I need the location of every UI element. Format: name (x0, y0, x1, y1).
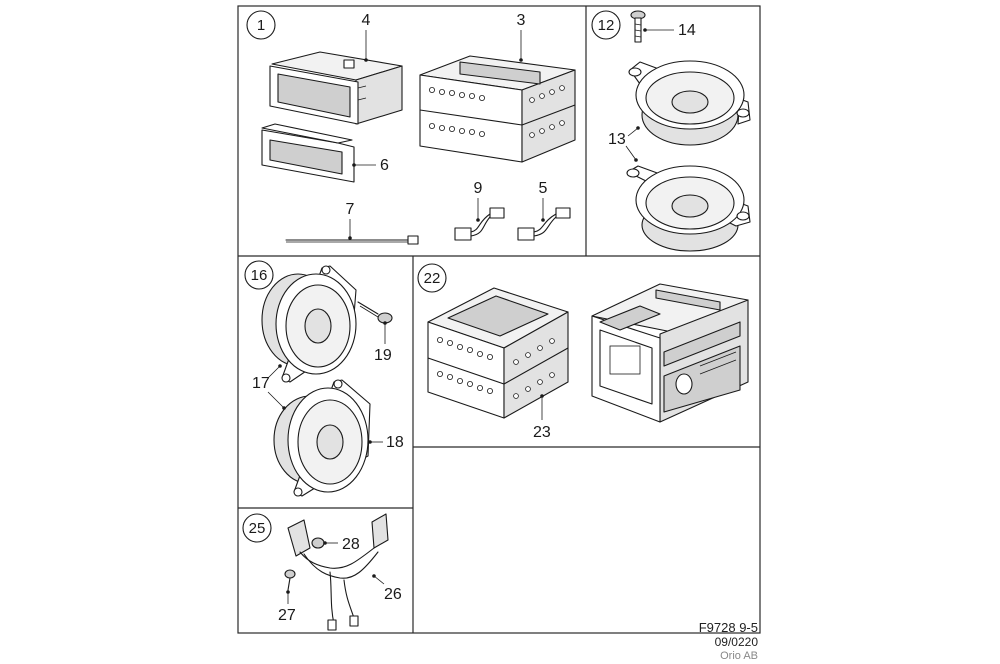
part-27-screw (284, 569, 296, 591)
callout-26: 26 (372, 574, 402, 603)
callout-label-6: 6 (380, 157, 389, 174)
panel-badge-16: 16 (244, 260, 274, 290)
callout-19: 19 (374, 321, 392, 364)
callout-label-4: 4 (362, 12, 371, 29)
callout-label-7: 7 (346, 201, 355, 218)
part-14-screw (630, 10, 646, 43)
part-17-speaker-upper (261, 265, 357, 383)
callout-label-27: 27 (278, 607, 296, 624)
part-13-speaker-lower (626, 165, 751, 252)
part-4-radio-pocket (269, 51, 403, 125)
part-6-mounting-frame (261, 123, 355, 183)
figure-owner: Orio AB (720, 650, 758, 662)
panel-badge-22: 22 (417, 263, 447, 293)
callout-6: 6 (352, 157, 389, 174)
part-7-cable-tie (285, 235, 419, 245)
part-18-speaker-lower (273, 379, 371, 497)
callout-label-13: 13 (608, 131, 626, 148)
badge-label-1: 1 (257, 17, 265, 34)
callout-23: 23 (533, 394, 551, 441)
panel-badge-12: 12 (591, 10, 621, 40)
part-3-din-cage (419, 55, 576, 163)
part-5-wiring-adapter (517, 207, 571, 241)
callout-label-17: 17 (252, 375, 270, 392)
part-23-double-din-cage (427, 287, 569, 419)
callout-label-3: 3 (517, 12, 526, 29)
callout-4: 4 (362, 12, 371, 62)
radio-head-unit (591, 283, 749, 423)
callout-label-28: 28 (342, 536, 360, 553)
callout-3: 3 (517, 12, 526, 62)
callout-label-14: 14 (678, 22, 696, 39)
part-13-speaker-upper (628, 60, 751, 146)
badge-label-25: 25 (249, 520, 266, 537)
callout-label-23: 23 (533, 424, 551, 441)
panel-grid (237, 5, 761, 634)
badge-label-12: 12 (598, 17, 615, 34)
callout-9: 9 (474, 180, 483, 222)
callout-27: 27 (278, 590, 296, 624)
panel-badge-25: 25 (242, 513, 272, 543)
callout-18: 18 (368, 434, 404, 451)
callout-label-26: 26 (384, 586, 402, 603)
callout-label-19: 19 (374, 347, 392, 364)
figure-date: 09/0220 (714, 635, 758, 649)
callout-5: 5 (539, 180, 548, 222)
panel-badge-1: 1 (246, 10, 276, 40)
part-26-steering-wheel-switch-harness (287, 513, 389, 631)
callout-label-9: 9 (474, 180, 483, 197)
callout-17: 17 (252, 364, 286, 410)
figure-reference-code: F9728 9-5 (698, 620, 758, 635)
callout-14: 14 (643, 22, 696, 39)
callout-13: 13 (608, 126, 640, 162)
part-9-wiring-adapter (454, 207, 505, 241)
callout-7: 7 (346, 201, 355, 240)
badge-label-22: 22 (424, 270, 441, 287)
part-19-screw (357, 301, 393, 324)
part-28-nut (311, 537, 325, 549)
callout-label-5: 5 (539, 180, 548, 197)
badge-label-16: 16 (251, 267, 268, 284)
callout-label-18: 18 (386, 434, 404, 451)
callout-28: 28 (323, 536, 360, 553)
